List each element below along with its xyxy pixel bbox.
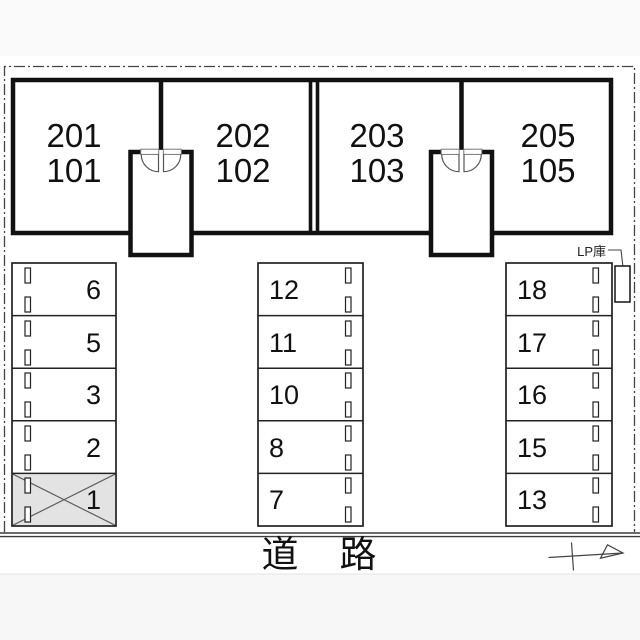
page-margin-bottom	[0, 574, 640, 640]
entrance-1-outline	[128, 149, 194, 258]
door-swing-icon	[162, 154, 182, 173]
door-swing-icon	[441, 154, 460, 173]
lp-storage-label: LP庫	[577, 244, 606, 259]
entrance-structure-1	[128, 80, 194, 258]
parking-column-left: 6 5 3 2 1	[11, 262, 117, 527]
lp-storage: LP庫	[577, 244, 631, 303]
parking-space-number: 2	[86, 433, 101, 463]
parking-space-number: 17	[517, 328, 547, 358]
page-margin-top	[0, 0, 640, 56]
parking-space-number: 11	[269, 328, 297, 358]
entrance-2-door-opening	[441, 147, 482, 158]
parking-space-number: 3	[86, 380, 101, 410]
parking-space-number: 7	[269, 485, 284, 515]
entrance-2-outline	[428, 149, 495, 258]
unit-201-label-upper: 201	[46, 117, 101, 154]
parking-space-number: 6	[86, 275, 101, 305]
parking-space-number: 8	[269, 433, 284, 463]
building: 201 101 202 102 203 103 205 105	[10, 77, 614, 258]
unit-203-label-lower: 103	[349, 152, 404, 189]
parking-space-number: 15	[517, 433, 547, 463]
lp-storage-box	[614, 265, 631, 303]
unit-202-label-lower: 102	[215, 152, 270, 189]
entrance-1-door-leaf-left	[140, 148, 160, 155]
road: 道 路	[0, 532, 640, 575]
property-boundary	[3, 65, 636, 532]
parking-column-right: 18 17 16 15 13	[505, 262, 613, 527]
parking-space-number: 5	[86, 328, 101, 358]
parking-column-middle: 12 11 10 8 7	[257, 262, 364, 527]
road-label: 道 路	[262, 534, 379, 575]
parking-space-number: 12	[269, 275, 299, 305]
entrance-2-door-leaf-right	[463, 148, 483, 155]
wheel-stop-ticks-middle	[344, 267, 352, 523]
unit-201-label-lower: 101	[46, 152, 101, 189]
unit-205-label-upper: 205	[520, 117, 575, 154]
entrance-1-door-leaf-right	[162, 148, 182, 155]
parking-space-number: 1	[86, 485, 101, 515]
entrance-1-door-opening	[141, 147, 181, 158]
parking-space-number: 13	[517, 485, 547, 515]
parking-space-number: 10	[269, 380, 299, 410]
door-swing-icon	[463, 154, 482, 173]
north-arrow-icon	[548, 542, 625, 571]
door-swing-icon	[140, 154, 160, 173]
entrance-2-door-leaf-left	[440, 148, 460, 155]
parking-space-number: 18	[517, 275, 547, 305]
unit-205-label-lower: 105	[520, 152, 575, 189]
wheel-stop-ticks-left	[24, 267, 32, 523]
parking-space-number: 16	[517, 380, 547, 410]
wheel-stop-ticks-right	[592, 267, 600, 523]
parking-column-outline	[11, 262, 117, 527]
unit-203-label-upper: 203	[349, 117, 404, 154]
entrance-structure-2	[428, 80, 495, 258]
unit-202-label-upper: 202	[215, 117, 270, 154]
